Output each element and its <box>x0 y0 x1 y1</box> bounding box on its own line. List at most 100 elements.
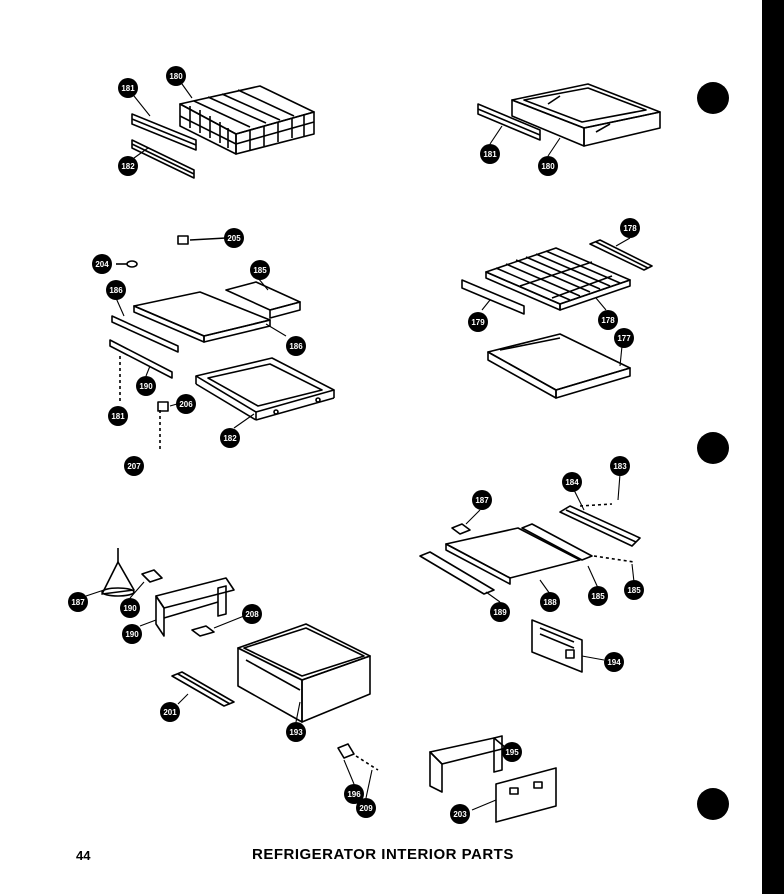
callout-c33: 193 <box>286 722 306 742</box>
callout-c4: 181 <box>480 144 500 164</box>
callout-c26: 185 <box>624 580 644 600</box>
callout-label: 185 <box>591 592 605 601</box>
callout-label: 178 <box>601 316 615 325</box>
page-title: REFRIGERATOR INTERIOR PARTS <box>252 846 514 863</box>
callout-label: 182 <box>121 162 135 171</box>
shelf-rail-179 <box>589 239 653 271</box>
shelf-rail-178 <box>461 279 525 315</box>
crisper-pan <box>511 83 661 147</box>
callout-label: 193 <box>289 728 303 737</box>
callout-c17: 179 <box>468 312 488 332</box>
shelf-trim-186 <box>111 315 179 353</box>
screw-209 <box>355 755 379 771</box>
callout-c9: 186 <box>106 280 126 300</box>
callout-label: 190 <box>139 382 153 391</box>
crisper-drawer <box>237 623 371 723</box>
callout-c23: 189 <box>490 602 510 622</box>
shelf-trim-184 <box>559 505 641 547</box>
callout-label: 189 <box>493 608 507 617</box>
callout-c22: 183 <box>610 456 630 476</box>
callouts: 181 180 182 181 180 205 204 185 186 186 190 206 181 1… <box>68 66 644 824</box>
callout-c27: 194 <box>604 652 624 672</box>
screws-183-185 <box>579 503 635 563</box>
callout-label: 187 <box>475 496 489 505</box>
punch-hole-middle <box>697 432 729 464</box>
callout-c11: 190 <box>136 376 156 396</box>
bracket-205 <box>177 235 227 245</box>
shelf-frame-177 <box>487 333 631 399</box>
shelf-trim-189 <box>419 551 495 595</box>
basket-rail-upper <box>131 113 197 151</box>
callout-c13: 181 <box>108 406 128 426</box>
panel-203 <box>495 767 557 823</box>
callout-label: 194 <box>607 658 621 667</box>
callout-label: 207 <box>127 462 141 471</box>
cover-195 <box>429 735 507 793</box>
callout-label: 190 <box>125 630 139 639</box>
drawer-cover-190 <box>155 577 235 637</box>
callout-c37: 203 <box>450 804 470 824</box>
callout-c1: 181 <box>118 78 138 98</box>
callout-label: 208 <box>245 610 259 619</box>
callout-c32: 201 <box>160 702 180 722</box>
clip-196 <box>337 743 355 759</box>
callout-c34: 195 <box>502 742 522 762</box>
callout-label: 187 <box>71 598 85 607</box>
callout-label: 177 <box>617 334 631 343</box>
binding-edge-bar <box>762 0 784 894</box>
callout-label: 181 <box>111 412 125 421</box>
callout-label: 185 <box>627 586 641 595</box>
crisper-rail <box>477 103 541 141</box>
callout-label: 196 <box>347 790 361 799</box>
callout-label: 209 <box>359 804 373 813</box>
callout-label: 201 <box>163 708 177 717</box>
callout-c8: 185 <box>250 260 270 280</box>
drawer-rail-201 <box>171 671 235 707</box>
bracket-206 <box>157 401 169 412</box>
callout-c29: 190 <box>120 598 140 618</box>
punch-hole-top <box>697 82 729 114</box>
callout-label: 178 <box>623 224 637 233</box>
callout-c16: 178 <box>620 218 640 238</box>
shelf-trim-185 <box>225 281 301 319</box>
callout-c36: 209 <box>356 798 376 818</box>
basket-rail-lower <box>131 139 195 179</box>
shelf-trim-185b <box>521 523 593 561</box>
callout-c19: 177 <box>614 328 634 348</box>
callout-label: 204 <box>95 260 109 269</box>
callout-label: 183 <box>613 462 627 471</box>
panel-194 <box>531 619 583 673</box>
wire-shelf <box>485 247 631 311</box>
callout-label: 185 <box>253 266 267 275</box>
callout-c21: 184 <box>562 472 582 492</box>
wire-basket <box>179 85 315 155</box>
callout-label: 181 <box>121 84 135 93</box>
callout-c12: 206 <box>176 394 196 414</box>
callout-label: 203 <box>453 810 467 819</box>
callout-label: 195 <box>505 748 519 757</box>
callout-c2: 180 <box>166 66 186 86</box>
callout-label: 180 <box>541 162 555 171</box>
callout-c7: 204 <box>92 254 112 274</box>
screws-181-207 <box>119 356 161 450</box>
callout-c3: 182 <box>118 156 138 176</box>
callout-c30: 190 <box>122 624 142 644</box>
callout-label: 205 <box>227 234 241 243</box>
callout-c31: 208 <box>242 604 262 624</box>
callout-label: 190 <box>123 604 137 613</box>
callout-c35: 196 <box>344 784 364 804</box>
callout-label: 186 <box>109 286 123 295</box>
callout-c28: 187 <box>68 592 88 612</box>
callout-label: 186 <box>289 342 303 351</box>
callout-c5: 180 <box>538 156 558 176</box>
callout-label: 184 <box>565 478 579 487</box>
callout-c14: 182 <box>220 428 240 448</box>
clip-204 <box>116 260 138 268</box>
callout-label: 179 <box>471 318 485 327</box>
shelf-rail-190 <box>109 339 173 379</box>
callout-c10: 186 <box>286 336 306 356</box>
glass-shelf-188 <box>445 527 581 585</box>
callout-c18: 178 <box>598 310 618 330</box>
